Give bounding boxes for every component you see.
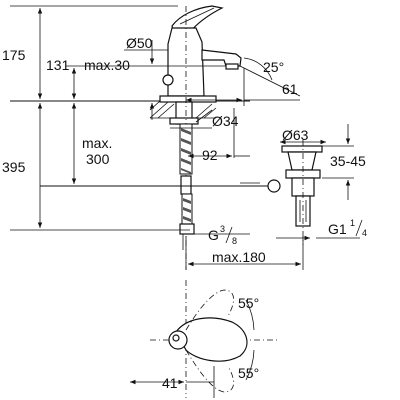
dim-61: 61 <box>282 81 298 97</box>
svg-text:4: 4 <box>362 228 367 238</box>
flexible-hoses <box>179 123 195 250</box>
dim-131: 131 <box>46 57 70 73</box>
dim-41: 41 <box>162 375 178 391</box>
svg-text:1: 1 <box>350 218 355 228</box>
dim-g38: G 3 8 <box>208 224 237 246</box>
faucet-top-view <box>130 280 280 398</box>
dim-max30: max.30 <box>84 57 130 73</box>
dim-175: 175 <box>2 47 26 63</box>
waste-drain <box>267 140 323 245</box>
mounting-nut <box>169 117 199 125</box>
svg-text:G: G <box>208 227 219 243</box>
popup-knob <box>162 74 174 86</box>
aerator <box>225 63 239 70</box>
dim-35-45: 35-45 <box>330 153 366 169</box>
dim-d63: Ø63 <box>282 127 309 143</box>
dimension-lines <box>10 5 360 270</box>
svg-text:3: 3 <box>220 224 225 234</box>
dim-angle25: 25° <box>263 59 284 75</box>
dim-92: 92 <box>202 147 218 163</box>
dim-max300-line2: 300 <box>86 151 110 167</box>
dim-d50: Ø50 <box>126 35 153 51</box>
dim-angle55-bottom: 55° <box>238 365 259 381</box>
svg-text:G1: G1 <box>328 221 347 237</box>
faucet-side-view <box>159 5 242 103</box>
dim-g114: G1 1 4 <box>328 218 367 238</box>
dim-angle55-top: 55° <box>238 295 259 311</box>
dim-395: 395 <box>2 159 26 175</box>
dim-max180: max.180 <box>212 249 266 265</box>
faucet-base <box>159 95 217 103</box>
dim-d34: Ø34 <box>212 113 239 129</box>
svg-text:8: 8 <box>232 236 237 246</box>
dim-max300-line1: max. <box>82 135 112 151</box>
